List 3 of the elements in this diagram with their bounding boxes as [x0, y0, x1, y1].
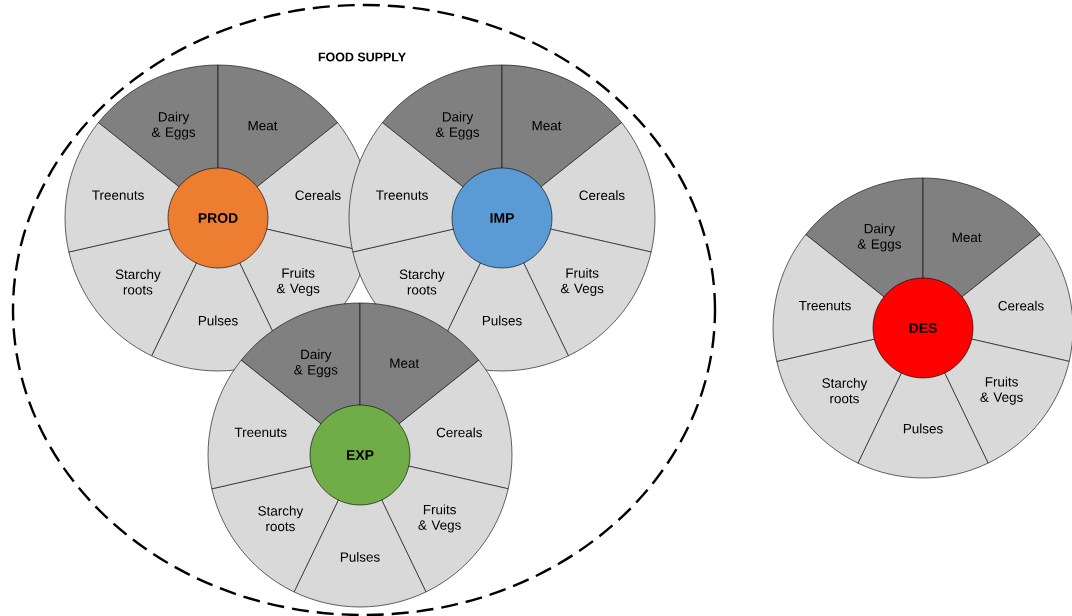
group-title: FOOD SUPPLY — [318, 52, 406, 62]
node-label: Cereals — [998, 300, 1044, 311]
dashed-ellipse — [11, 3, 717, 616]
